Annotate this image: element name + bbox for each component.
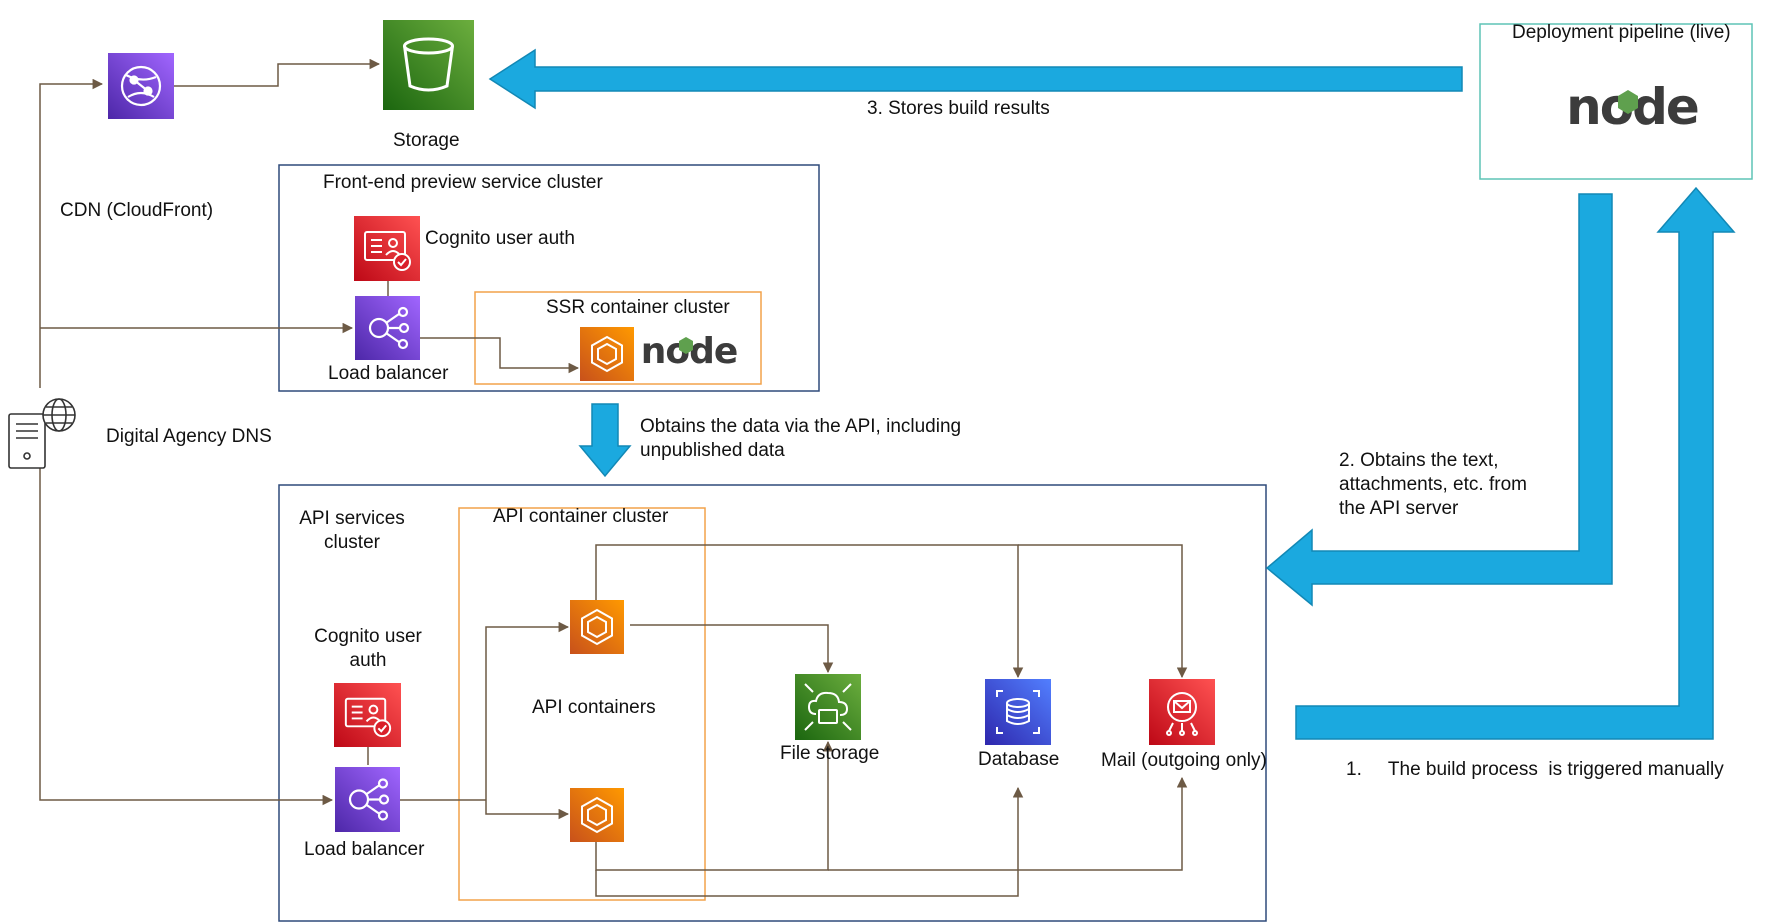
connector-container-bottom-file xyxy=(595,740,834,871)
ssr-cluster-title: SSR container cluster xyxy=(546,297,730,318)
storage-label: Storage xyxy=(393,130,460,151)
file-storage-label: File storage xyxy=(780,743,880,764)
file-storage-icon[interactable] xyxy=(795,674,861,740)
mail-label: Mail (outgoing only) xyxy=(1101,750,1267,771)
frontend-lb-label: Load balancer xyxy=(328,363,449,384)
database-icon[interactable] xyxy=(985,679,1051,745)
frontend-load-balancer-icon[interactable] xyxy=(355,296,420,360)
connector-cdn-storage xyxy=(174,58,381,87)
ssr-container-icon[interactable] xyxy=(580,327,634,381)
api-container-bottom-icon[interactable] xyxy=(570,788,624,842)
api-container-top-icon[interactable] xyxy=(570,600,624,654)
api-containers-label: API containers xyxy=(532,697,656,718)
stores-build-results-label: 3. Stores build results xyxy=(867,98,1050,119)
api-cognito-label: Cognito user auth xyxy=(314,626,422,671)
pipeline-label: Deployment pipeline (live) xyxy=(1512,22,1731,43)
build-triggered-label: 1. The build process is triggered manual… xyxy=(1346,759,1724,780)
dns-label: Digital Agency DNS xyxy=(106,426,272,447)
arrow-stores-build-results xyxy=(488,48,1463,110)
dns-server-globe-icon[interactable] xyxy=(6,396,76,470)
arrow-build-trigger xyxy=(1295,186,1736,740)
obtains-data-label: Obtains the data via the API, including … xyxy=(640,416,962,461)
obtains-text-label: 2. Obtains the text, attachments, etc. f… xyxy=(1339,450,1527,519)
arrow-obtains-data xyxy=(578,403,632,478)
connector-frontend-lb-ssr xyxy=(420,337,580,374)
api-container-cluster-title: API container cluster xyxy=(493,506,669,527)
frontend-cluster-border xyxy=(278,164,820,392)
frontend-cognito-icon[interactable] xyxy=(354,216,420,281)
mail-icon[interactable] xyxy=(1149,679,1215,745)
api-cognito-icon[interactable] xyxy=(334,683,401,747)
connector-dns-api-lb xyxy=(39,468,334,806)
database-label: Database xyxy=(978,749,1060,770)
connector-bus-container-top xyxy=(485,621,570,800)
connector-dns-cdn xyxy=(39,78,104,388)
cdn-label: CDN (CloudFront) xyxy=(60,200,214,221)
api-load-balancer-icon[interactable] xyxy=(335,767,400,832)
api-cluster-border xyxy=(278,484,1267,922)
connector-container-top-db xyxy=(595,544,1024,679)
connector-top-to-mail xyxy=(1018,544,1188,679)
connector-bus-container-bottom xyxy=(485,800,570,820)
frontend-cluster-title: Front-end preview service cluster xyxy=(323,172,603,193)
arrow-obtains-text xyxy=(1265,193,1613,607)
connector-bottom-to-mail xyxy=(828,776,1188,871)
api-cluster-title: API services cluster xyxy=(299,508,405,553)
connector-container-bottom-db xyxy=(595,786,1024,897)
pipeline-border xyxy=(1479,23,1753,180)
frontend-cognito-label: Cognito user auth xyxy=(425,228,575,249)
api-container-cluster-border xyxy=(458,507,706,901)
bucket-icon[interactable] xyxy=(383,20,474,110)
api-lb-label: Load balancer xyxy=(304,839,425,860)
nodejs-logo-ssr: node xyxy=(641,327,737,371)
cloudfront-icon[interactable] xyxy=(108,53,174,119)
connector-container-top-file xyxy=(630,624,834,674)
nodejs-logo-pipeline: node xyxy=(1562,76,1702,136)
